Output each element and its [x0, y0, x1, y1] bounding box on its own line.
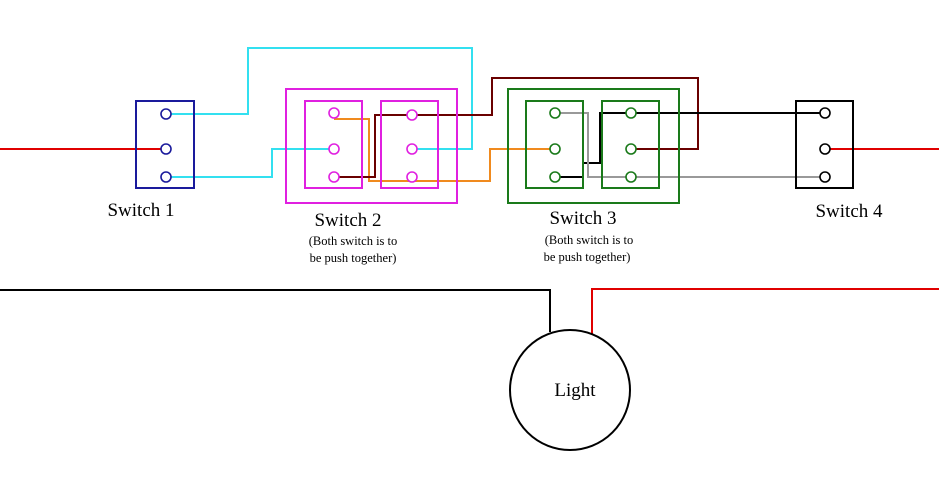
- switch-4-terminal-bottom: [819, 171, 831, 183]
- switch-4-box: [795, 100, 854, 189]
- switch-2-label: Switch 2: [314, 210, 381, 231]
- switch-3b-terminal-top: [625, 107, 637, 119]
- light-bulb: Light: [509, 329, 631, 451]
- switch-2-outer-box: [285, 88, 458, 204]
- switch-4-label: Switch 4: [815, 201, 883, 222]
- switch-3-note-line2: be push together): [544, 250, 631, 264]
- switch-2b-terminal-bottom: [406, 171, 418, 183]
- wires: [0, 47, 939, 334]
- neutral-wire-left: [0, 289, 551, 332]
- switch-1-terminal-top: [160, 108, 172, 120]
- switch-2a-terminal-top: [328, 107, 340, 119]
- gray-wire: [555, 112, 825, 178]
- switch-2: [285, 88, 458, 204]
- switch-4: [795, 100, 854, 189]
- switch-3b-box: [601, 100, 660, 189]
- switch-2-note-line2: be push together): [310, 251, 397, 265]
- switch-3-label: Switch 3: [549, 208, 616, 229]
- orange-wire: [334, 118, 555, 182]
- dark-red-wire-sw2: [334, 114, 412, 178]
- light-label: Light: [554, 380, 596, 401]
- switch-3a-terminal-middle: [549, 143, 561, 155]
- switch-2b-box: [380, 100, 439, 189]
- switch-3a-terminal-bottom: [549, 171, 561, 183]
- switch-2a-terminal-bottom: [328, 171, 340, 183]
- switch-1-terminal-bottom: [160, 171, 172, 183]
- switch-1-box: [135, 100, 195, 189]
- switch-1-label: Switch 1: [107, 200, 174, 221]
- cyan-wire-bottom: [166, 148, 334, 178]
- switch-3a-terminal-top: [549, 107, 561, 119]
- switch-1-terminal-middle: [160, 143, 172, 155]
- switch-4-terminal-top: [819, 107, 831, 119]
- switch-3-outer-box: [507, 88, 680, 204]
- black-wire-sw3-sw4: [555, 112, 825, 178]
- switch-3: [507, 88, 680, 204]
- cyan-wire-top: [166, 47, 473, 150]
- switch-3b-terminal-middle: [625, 143, 637, 155]
- light-circle: [509, 329, 631, 451]
- switch-3a-box: [525, 100, 584, 189]
- switch-2b-terminal-top: [406, 109, 418, 121]
- switch-2a-box: [304, 100, 363, 189]
- switch-2-note-line1: (Both switch is to: [309, 234, 398, 248]
- switch-4-terminal-middle: [819, 143, 831, 155]
- switch-2b-terminal-middle: [406, 143, 418, 155]
- switch-2a-terminal-middle: [328, 143, 340, 155]
- switch-1: [135, 100, 195, 189]
- switch-3b-terminal-bottom: [625, 171, 637, 183]
- switch-3-note-line1: (Both switch is to: [545, 233, 634, 247]
- live-wire-to-light: [591, 288, 939, 334]
- dark-red-wire-link: [412, 77, 699, 150]
